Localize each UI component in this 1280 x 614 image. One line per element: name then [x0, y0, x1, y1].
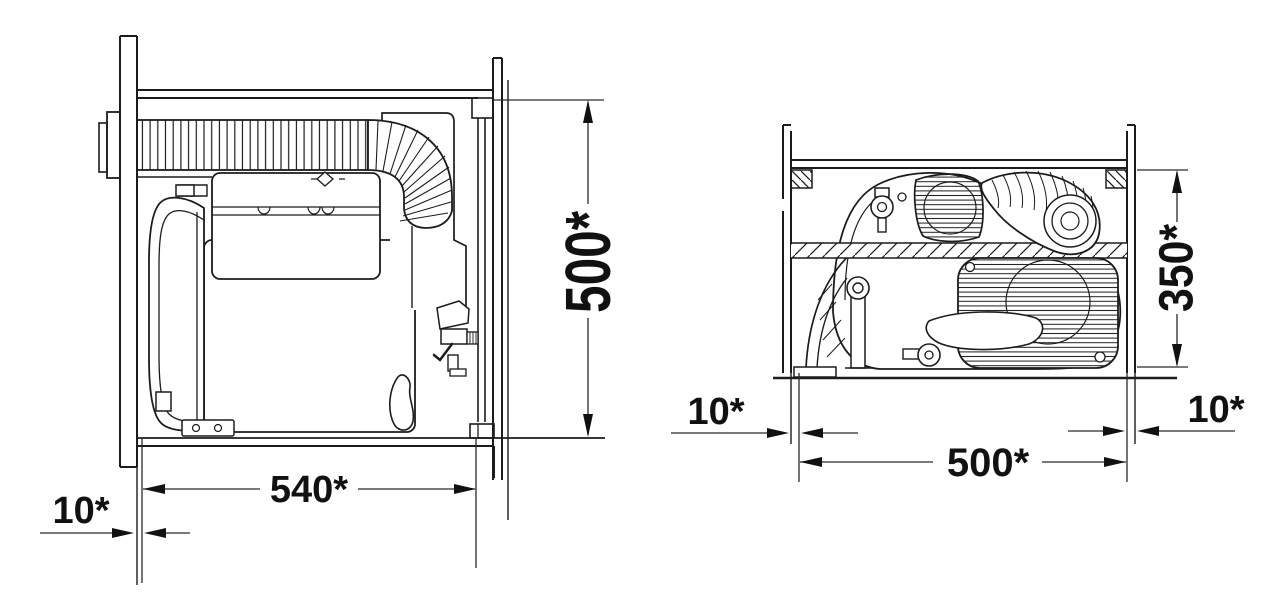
exterior-vent-cowl: [106, 111, 121, 179]
dim-label-gap-right: 10*: [1187, 389, 1244, 431]
corner-block-right: [1105, 169, 1128, 189]
dim-width-500: 500*: [798, 373, 1128, 485]
air-duct-front: [980, 170, 1101, 256]
side-cabinet-structure: [98, 35, 605, 585]
valve-lever: [432, 342, 454, 362]
lower-grille-fan-circle: [1005, 259, 1091, 345]
cowl-bottom-clip: [155, 391, 172, 412]
bottom-mounting-bracket: [469, 423, 495, 439]
drain-boss-center: [852, 282, 864, 294]
mounting-plate-creases: [212, 206, 380, 216]
drain-stub: [449, 368, 467, 377]
small-port: [897, 192, 907, 202]
dim-gap-right-10: 10*: [1068, 389, 1245, 436]
boiler-unit-front: [791, 170, 1127, 378]
dim-label-gap-left: 10*: [687, 391, 744, 433]
drain-boss: [846, 276, 870, 300]
duct-mouth-mid: [1051, 202, 1089, 240]
mounting-plate: [211, 172, 381, 280]
front-view-dimensions: 350* 500* 10* 10*: [671, 169, 1245, 485]
arrowheads: [1103, 426, 1159, 436]
upper-grille: [913, 173, 984, 243]
dim-label-width: 500*: [947, 441, 1030, 485]
arrowheads: [1172, 170, 1182, 367]
air-duct: [136, 119, 453, 229]
alignment-diamond-marker: [316, 171, 334, 187]
floor-line-lower: [137, 445, 495, 478]
inner-rear-wall: [477, 118, 486, 422]
extension-lines: [141, 438, 477, 583]
foot-bolt: [213, 423, 223, 433]
side-view-diagram: 500* 540* 10*: [40, 35, 624, 585]
arrowheads: [767, 428, 823, 438]
drain-tap-center: [924, 350, 934, 360]
drain-valve-assembly: [389, 300, 479, 431]
duct-horizontal: [136, 119, 369, 171]
dim-gap-10: 10*: [40, 490, 190, 538]
safety-valve-center: [876, 201, 888, 213]
corner-block-left: [790, 169, 813, 189]
dim-width-540: 540*: [141, 438, 477, 583]
front-cowl-inner-line: [158, 209, 205, 423]
duct-elbow-ribs: [375, 120, 453, 222]
valve-fitting-ribs: [469, 332, 477, 344]
valve-fitting: [466, 331, 479, 345]
drain-pipe: [850, 295, 866, 369]
drain-tap: [917, 343, 941, 367]
right-wall: [1126, 124, 1136, 373]
right-wall: [492, 57, 503, 480]
duct-elbow: [367, 119, 453, 229]
fairing-foot: [793, 366, 837, 378]
mounting-foot: [181, 419, 235, 437]
wall-extension-lines: [790, 373, 1136, 444]
foot-bolt: [191, 423, 201, 433]
safety-valve: [870, 195, 894, 219]
exterior-vent-lip: [98, 122, 108, 173]
front-view-diagram: 350* 500* 10* 10*: [671, 124, 1245, 485]
boiler-unit-side: [136, 112, 479, 437]
extension-lines: [1137, 169, 1188, 368]
fairing-inner: [816, 277, 848, 369]
top-panel: [791, 159, 1127, 169]
front-cabinet-structure: [782, 124, 1136, 444]
fairing-creases: [817, 283, 846, 358]
left-wall: [782, 124, 792, 373]
valve-stem-bottom: [877, 217, 887, 233]
dim-label-width: 540*: [270, 469, 348, 511]
dim-label-height: 500*: [552, 211, 624, 313]
cowl-top-clip: [175, 184, 195, 197]
drain-hose: [389, 374, 415, 431]
dim-height-500: 500*: [494, 99, 624, 437]
mounting-plate-notches: [257, 206, 335, 215]
upper-grille-fan-circle: [923, 181, 977, 235]
side-view-dimensions: 500* 540* 10*: [40, 99, 624, 583]
top-mounting-bracket: [471, 97, 494, 119]
dim-height-350: 350*: [1137, 169, 1204, 368]
left-wall: [119, 35, 138, 468]
valve-body: [440, 328, 468, 345]
recess-tray: [925, 311, 1044, 351]
extension-lines: [798, 373, 1128, 482]
arrowheads: [112, 528, 166, 538]
valve-cap: [436, 300, 470, 330]
dim-label-gap: 10*: [52, 490, 109, 532]
dim-gap-left-10: 10*: [671, 391, 858, 438]
dim-label-height: 350*: [1151, 224, 1204, 312]
grille-bolt: [964, 261, 976, 273]
duct-mouth-inner: [1060, 211, 1080, 231]
housing-outline: [381, 112, 467, 308]
front-cowl: [148, 196, 205, 432]
top-panel: [137, 89, 492, 99]
grille-bolt: [1094, 351, 1106, 363]
